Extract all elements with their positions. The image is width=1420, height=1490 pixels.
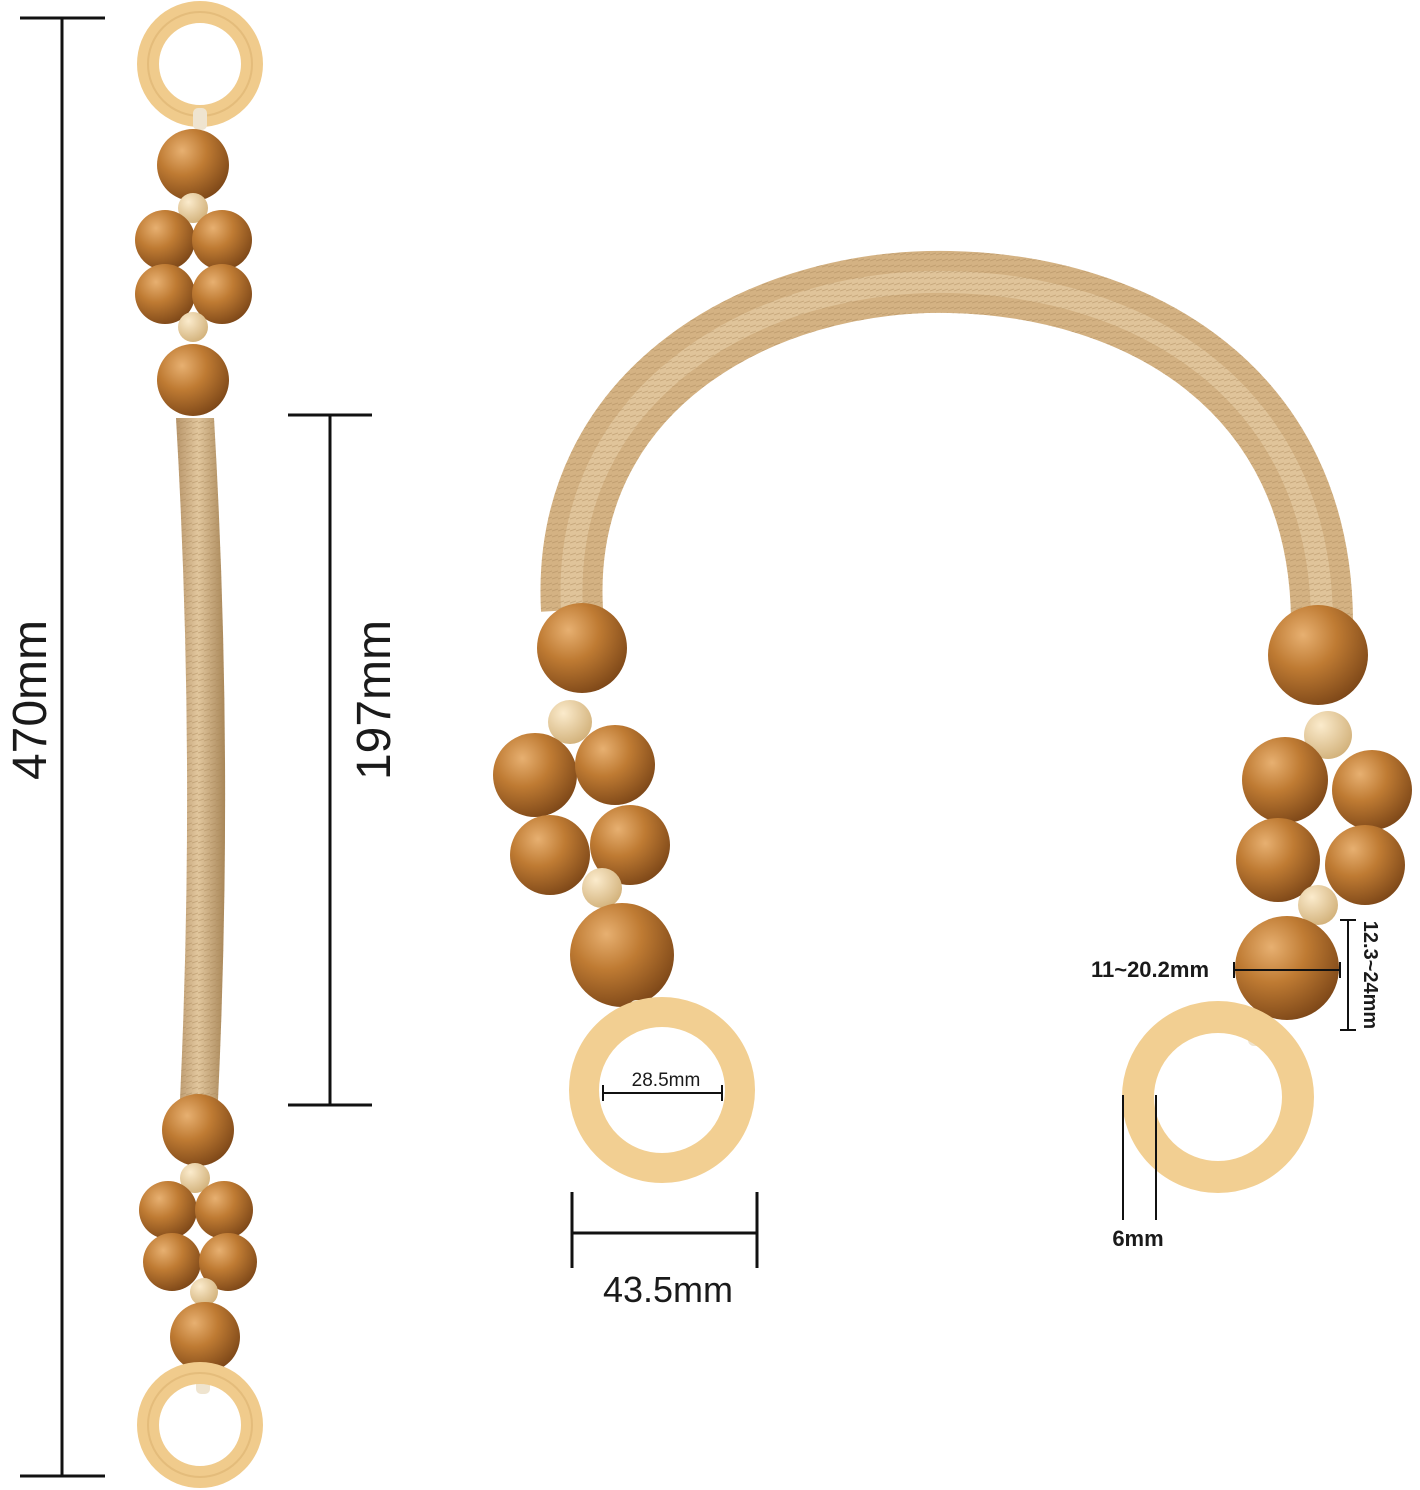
ring-outer-diameter-line xyxy=(570,1192,759,1268)
right-ring xyxy=(1122,1001,1314,1193)
grip-length-dimension-line xyxy=(288,413,372,1107)
left-bead-cluster xyxy=(493,603,674,1007)
curved-handle xyxy=(493,250,1412,1193)
bead-width-line xyxy=(1233,962,1341,978)
bead-height-line xyxy=(1340,919,1356,1031)
ring-outer-diameter-label: 43.5mm xyxy=(603,1269,733,1310)
bead-height-label: 12.3~24mm xyxy=(1359,921,1381,1029)
ring-inner-diameter-label: 28.5mm xyxy=(632,1070,701,1091)
bead-width-label: 11~20.2mm xyxy=(1091,957,1209,982)
bottom-bead-cluster xyxy=(139,1094,257,1372)
total-length-label: 470mm xyxy=(4,620,57,780)
total-length-dimension-line xyxy=(20,16,105,1478)
grip-length-label: 197mm xyxy=(348,620,401,780)
left-ring xyxy=(569,997,755,1183)
top-bead-cluster xyxy=(135,129,252,416)
ring-inner-diameter-line xyxy=(602,1085,723,1101)
straight-handle xyxy=(135,1,263,1488)
ring-thickness-line xyxy=(1122,1095,1157,1220)
right-bead-cluster xyxy=(1235,605,1412,1020)
ring-thickness-label: 6mm xyxy=(1112,1226,1163,1251)
